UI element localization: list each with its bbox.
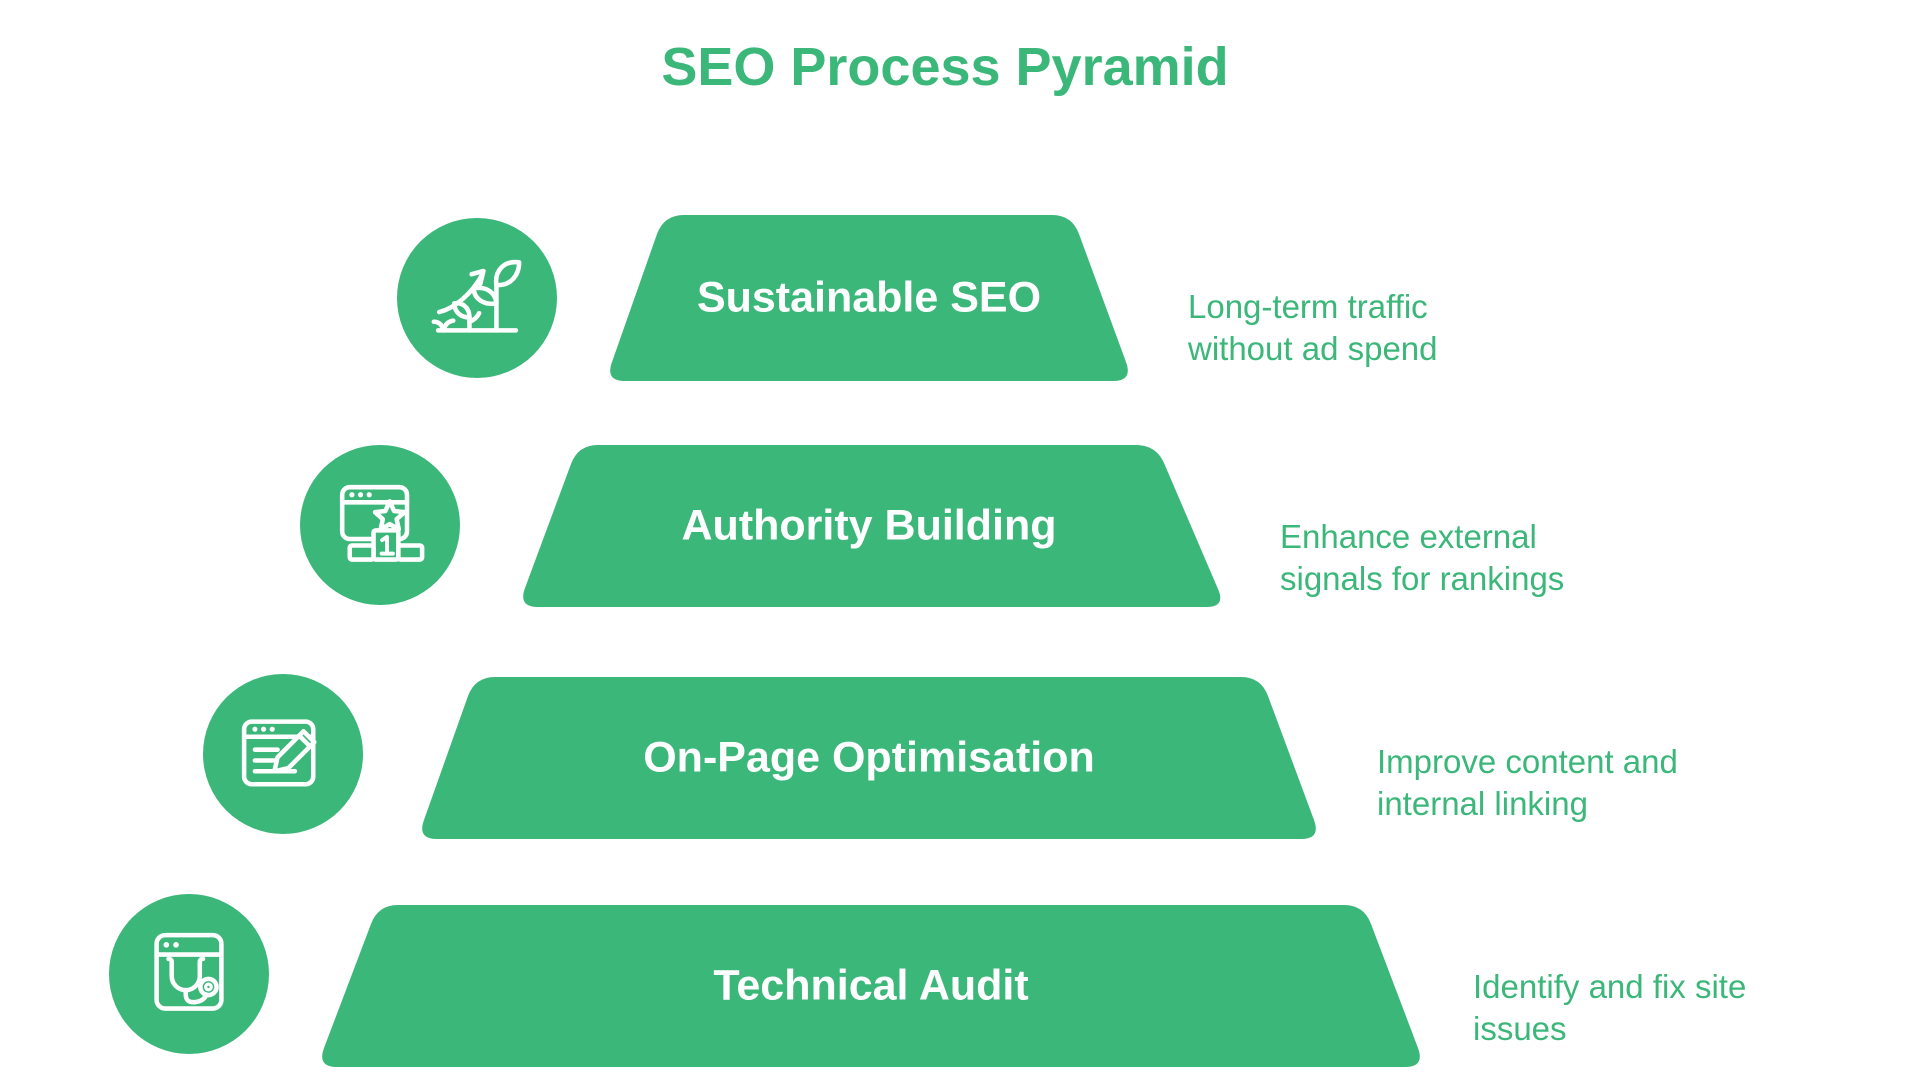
level-4-caption: Identify and fix site issues <box>1473 968 1747 1047</box>
site-audit-icon <box>154 932 224 1011</box>
pyramid-level-2-shape <box>523 445 1221 607</box>
level-2-caption: Enhance external signals for rankings <box>1280 518 1565 597</box>
level-2-label: Authority Building <box>681 501 1057 550</box>
content-edit-icon <box>241 719 317 787</box>
level-1-caption: Long-term traffic without ad spend <box>1188 288 1438 367</box>
pyramid-level-3-shape <box>422 677 1316 839</box>
growth-plant-icon <box>431 259 522 333</box>
level-3-label: On-Page Optimisation <box>643 733 1095 782</box>
pyramid-level-4-shape <box>322 905 1420 1067</box>
level-1-label: Sustainable SEO <box>696 273 1042 322</box>
level-1-icon-circle <box>397 218 557 378</box>
level-3-caption: Improve content and internal linking <box>1377 743 1678 822</box>
level-3-icon-circle <box>203 674 363 834</box>
level-4-icon-circle <box>109 894 269 1054</box>
level-4-label: Technical Audit <box>713 961 1029 1010</box>
page-title: SEO Process Pyramid <box>661 37 1229 97</box>
level-2-icon-circle <box>300 445 460 605</box>
ranking-podium-icon <box>339 484 425 562</box>
pyramid-level-1-shape <box>610 215 1128 381</box>
